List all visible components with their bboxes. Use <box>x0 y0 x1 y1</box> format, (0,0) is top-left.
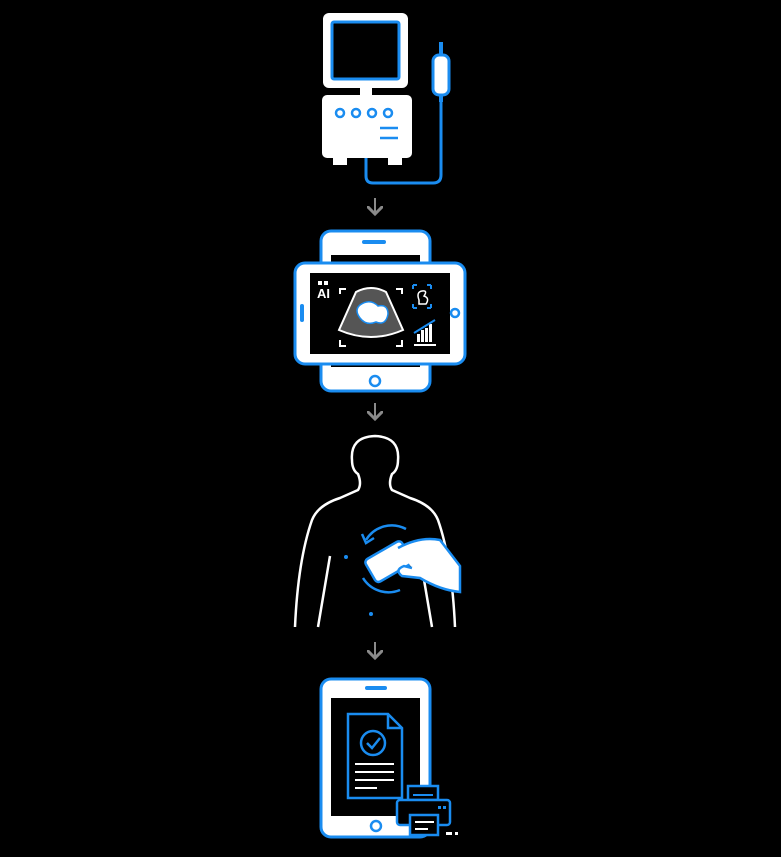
report-print-icon <box>319 677 458 839</box>
ai-tablet-icon: AI <box>293 229 467 393</box>
body-scan-icon <box>293 434 462 628</box>
ultrasound-machine-icon <box>322 13 451 185</box>
ai-badge: AI <box>317 286 330 301</box>
